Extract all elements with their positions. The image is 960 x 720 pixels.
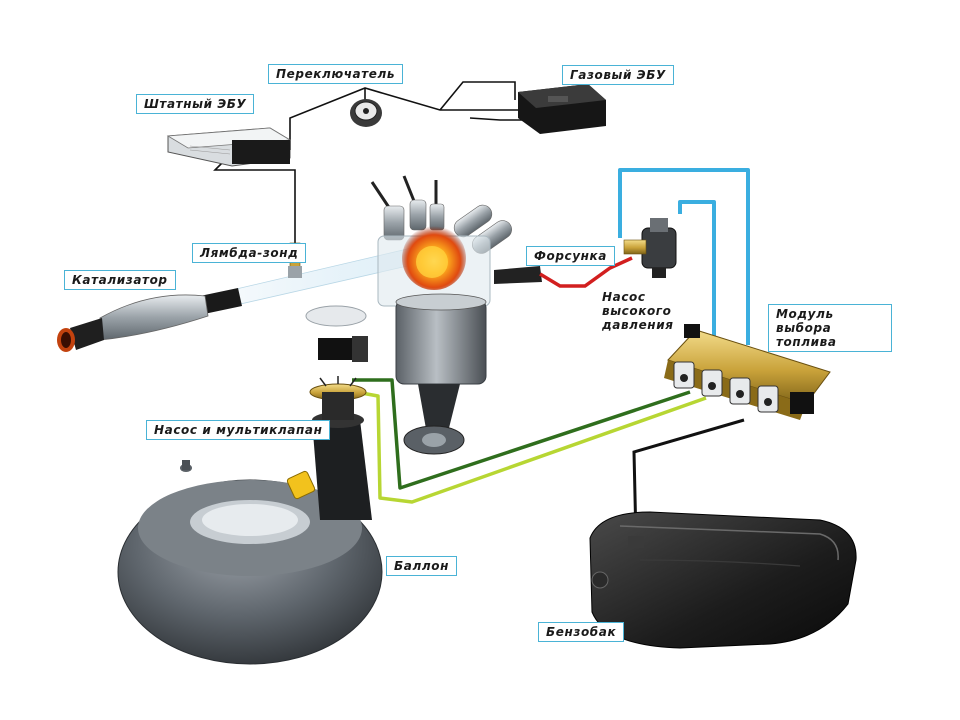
label-lambda-probe: Лямбда-зонд [192,243,307,263]
label-fuel-module-line-2: топлива [776,335,837,349]
green-lines [352,378,707,504]
high-pressure-pump [623,218,677,278]
gasket-disc [305,305,367,327]
label-pump-multivalve: Насос и мультиклапан [146,420,331,440]
stock-ecu-unit [166,127,292,167]
connector-block [318,336,368,362]
label-high-pressure-pump: Насос высокого давления [602,290,674,332]
black-fuel-line [632,418,745,541]
red-pipe [539,256,633,288]
label-catalyst: Катализатор [64,270,176,290]
blue-pipes [618,168,750,345]
fuel-selection-module [664,324,831,420]
label-switch: Переключатель [268,64,404,84]
label-petrol-tank: Бензобак [538,622,625,642]
pump-multivalve [286,376,372,520]
label-hp-pump-line-3: давления [602,318,674,332]
petrol-tank [589,511,857,649]
lpg-cylinder [117,460,383,665]
gas-ecu-unit [518,84,606,134]
label-fuel-selection-module: Модуль выбора топлива [768,304,892,352]
label-hp-pump-line-1: Насос [602,290,646,304]
label-fuel-module-line-1: Модуль выбора [776,307,834,335]
engine-assembly [370,175,542,455]
label-gas-ecu: Газовый ЭБУ [562,65,674,85]
label-stock-ecu: Штатный ЭБУ [136,94,255,114]
label-injector: Форсунка [526,246,616,266]
exhaust-system [57,245,426,352]
label-hp-pump-line-2: высокого [602,304,672,318]
switch-unit [350,99,382,127]
label-lpg-cylinder: Баллон [386,556,457,576]
